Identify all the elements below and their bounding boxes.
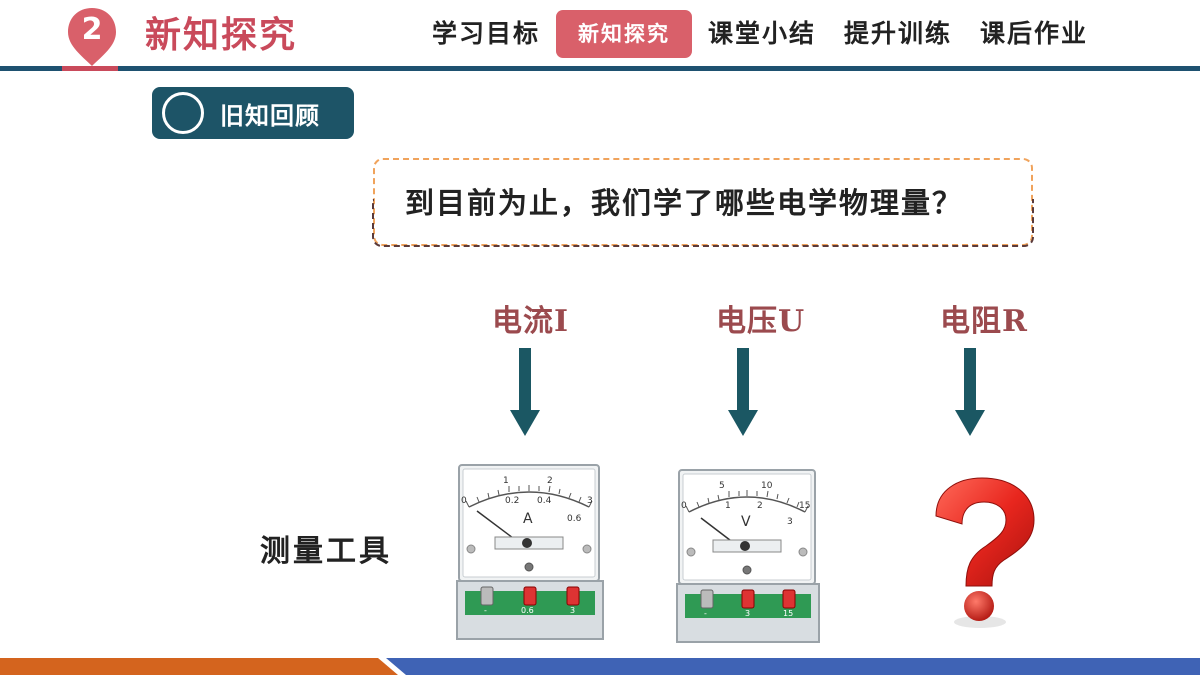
arrow-down-icon [955,348,985,436]
question-text: 到目前为止，我们学了哪些电学物理量？ [405,186,964,220]
header-divider-accent [62,66,118,71]
section-badge: 2 [66,6,118,66]
ammeter-tick-top-2: 2 [547,476,553,486]
header-divider [0,66,1200,71]
arrow-down-icon [728,348,758,436]
nav-item-learning-goals[interactable]: 学习目标 [432,19,541,48]
voltmeter-unit: V [741,514,751,530]
ammeter-tick-bottom-1: 0.4 [537,496,552,506]
ammeter-tick-top-1: 1 [503,476,509,486]
footer-bar [0,658,1200,675]
voltmeter-terminal-2: 15 [783,609,793,618]
voltmeter-terminal-1: 3 [745,609,750,618]
ammeter-terminal-0: - [484,606,487,615]
voltmeter-terminal-0: - [704,609,707,618]
nav-item-summary[interactable]: 课堂小结 [708,19,817,48]
map-pin-badge-icon [68,8,116,66]
ammeter-icon: 0 1 2 3 0.2 0.4 0.6 A - 0.6 3 [456,464,604,640]
nav-item-training[interactable]: 提升训练 [844,19,953,48]
question-mark-icon [935,477,1035,628]
ammeter-tick-bottom-0: 0.2 [505,496,519,506]
question-box: 到目前为止，我们学了哪些电学物理量？ [372,158,1034,247]
ammeter-tick-bottom-2: 0.6 [567,514,582,524]
slide-header: 2 新知探究 学习目标 新知探究 课堂小结 提升训练 课后作业 [0,0,1200,71]
nav-item-homework[interactable]: 课后作业 [980,19,1089,48]
quantity-current: 电流I [492,304,570,339]
review-tag: 旧知回顾 [152,87,354,139]
ammeter-tick-top-0: 0 [461,496,467,506]
voltmeter-tick-top-3: 15 [799,501,810,511]
ammeter-terminal-1: 0.6 [521,606,534,615]
voltmeter-tick-bottom-0: 1 [725,501,731,511]
top-nav: 学习目标 新知探究 课堂小结 提升训练 课后作业 [420,10,1104,58]
ammeter-terminal-2: 3 [570,606,575,615]
ammeter-tick-top-3: 3 [587,496,593,506]
ammeter-unit: A [523,511,533,527]
voltmeter-tick-bottom-1: 2 [757,501,763,511]
voltmeter-tick-top-2: 10 [761,481,773,491]
voltmeter-icon: 0 5 10 15 1 2 3 V - 3 15 [676,469,820,643]
arrow-down-icon [510,348,540,436]
voltmeter-tick-top-0: 0 [681,501,687,511]
quantity-resistance: 电阻R [940,304,1028,339]
voltmeter-tick-bottom-2: 3 [787,517,793,527]
nav-item-new-knowledge[interactable]: 新知探究 [556,10,693,58]
circle-icon [162,92,204,134]
tools-label: 测量工具 [260,534,392,569]
quantity-voltage: 电压U [716,304,806,339]
voltmeter-tick-top-1: 5 [719,481,725,491]
review-label: 旧知回顾 [220,101,320,130]
section-number: 2 [81,12,103,47]
section-title: 新知探究 [145,14,298,56]
